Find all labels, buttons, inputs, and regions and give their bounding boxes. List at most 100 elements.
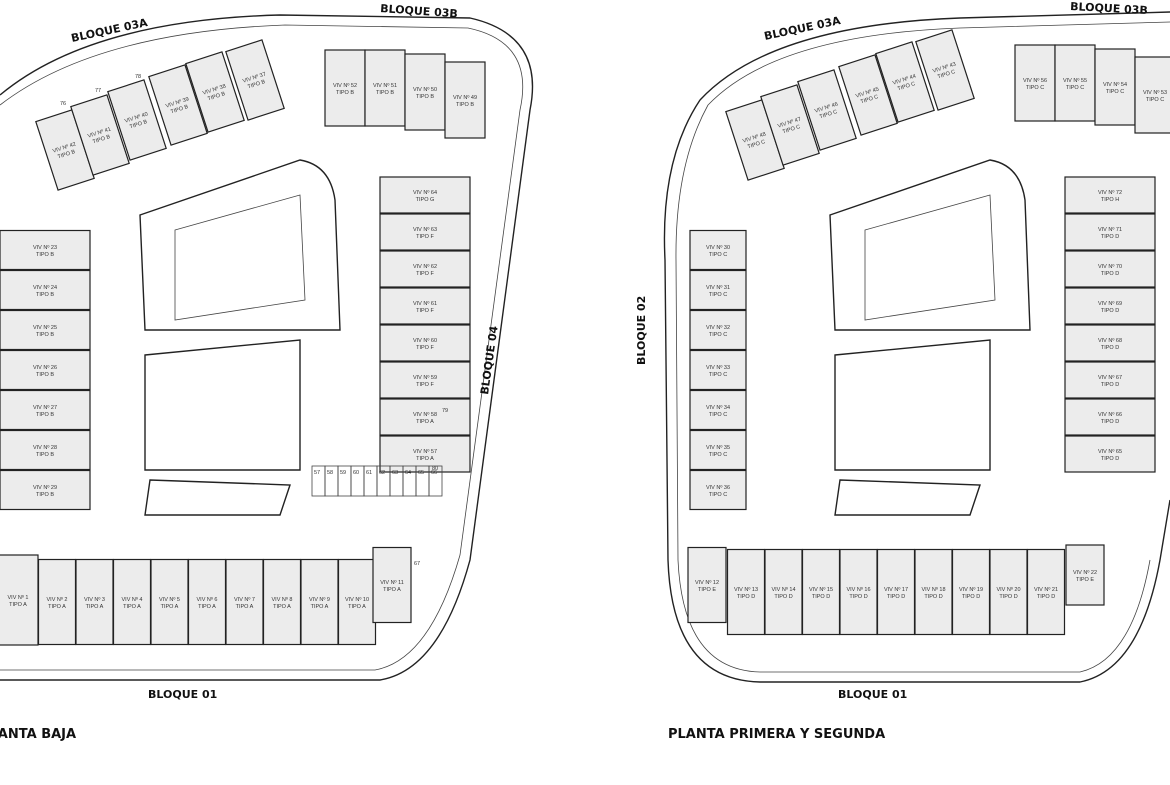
- unit-outline: [875, 41, 935, 123]
- unit-number: VIV Nº 66: [1098, 411, 1122, 418]
- unit-number: VIV Nº 57: [413, 448, 437, 455]
- unit-type: TIPO A: [416, 419, 434, 425]
- unit-type: TIPO C: [1066, 85, 1084, 91]
- unit-type: TIPO B: [36, 252, 54, 258]
- unit-number: VIV Nº 51: [373, 82, 397, 89]
- parking-number: 63: [392, 470, 398, 476]
- unit-outline: [914, 548, 953, 636]
- parking-number: 64: [405, 470, 411, 476]
- unit-outline: [838, 54, 898, 136]
- unit-outline: [225, 558, 264, 646]
- unit-type: TIPO C: [897, 81, 916, 92]
- unit-type: TIPO F: [416, 308, 434, 314]
- storage-number: 80: [432, 466, 438, 472]
- unit-outline: [915, 29, 975, 111]
- unit-type: TIPO B: [207, 91, 226, 102]
- unit-number: VIV Nº 29: [33, 484, 57, 491]
- unit-outline: [187, 558, 227, 646]
- unit-number: VIV Nº 70: [1098, 263, 1122, 270]
- unit-outline: [364, 49, 406, 127]
- unit-outline: [1064, 287, 1156, 325]
- unit-type: TIPO C: [1106, 89, 1124, 95]
- unit-type: TIPO A: [311, 604, 329, 610]
- unit-outline: [1064, 324, 1156, 362]
- central-courtyard-ground: [139, 159, 341, 516]
- unit-outline: [0, 554, 39, 646]
- unit-outline: [1064, 398, 1156, 436]
- unit-number: VIV Nº 2: [47, 596, 68, 603]
- unit-number: VIV Nº 28: [33, 444, 57, 451]
- unit-number: VIV Nº 4: [122, 596, 143, 603]
- unit-outline: [0, 309, 91, 351]
- unit-type: TIPO C: [819, 109, 838, 120]
- unit-outline: [70, 94, 130, 176]
- unit-number: VIV Nº 30: [706, 244, 730, 251]
- unit-number: VIV Nº 58: [413, 411, 437, 418]
- unit-outline: [379, 398, 471, 436]
- unit-number: VIV Nº 59: [413, 374, 437, 381]
- unit-outline: [444, 61, 486, 139]
- unit-outline: [689, 349, 747, 391]
- unit-outline: [1134, 56, 1170, 134]
- unit-type: TIPO B: [92, 134, 111, 145]
- unit-outline: [379, 361, 471, 399]
- parking-number: 58: [327, 470, 333, 476]
- unit-number: VIV Nº 56: [1023, 77, 1047, 84]
- storage-number: 79: [442, 408, 448, 414]
- unit-outline: [689, 309, 747, 351]
- unit-outline: [689, 229, 747, 271]
- storage-number: 76: [60, 101, 66, 107]
- unit-type: TIPO B: [170, 104, 189, 115]
- unit-type: TIPO A: [273, 604, 291, 610]
- unit-type: TIPO D: [774, 594, 792, 600]
- unit-outline: [1065, 544, 1105, 606]
- unit-number: VIV Nº 24: [33, 284, 57, 291]
- parking-number: 65: [418, 470, 424, 476]
- unit-type: TIPO A: [123, 604, 141, 610]
- unit-number: VIV Nº 23: [33, 244, 57, 251]
- unit-number: VIV Nº 1: [8, 594, 29, 601]
- unit-type: TIPO D: [999, 594, 1017, 600]
- unit-outline: [372, 546, 412, 624]
- unit-number: VIV Nº 35: [706, 444, 730, 451]
- unit-outline: [225, 39, 285, 121]
- unit-outline: [689, 469, 747, 511]
- unit-type: TIPO G: [416, 197, 435, 203]
- unit-outline: [839, 548, 878, 636]
- parking-number: 61: [366, 470, 372, 476]
- unit-number: VIV Nº 17: [884, 586, 908, 593]
- unit-number: VIV Nº 19: [959, 586, 983, 593]
- unit-type: TIPO B: [336, 90, 354, 96]
- unit-outline: [1064, 250, 1156, 288]
- parking-space: [428, 465, 443, 497]
- unit-type: TIPO D: [1101, 271, 1119, 277]
- unit-type: TIPO C: [709, 332, 727, 338]
- label-bloque-02-upper: BLOQUE 02: [635, 296, 648, 365]
- unit-type: TIPO A: [416, 456, 434, 462]
- unit-type: TIPO B: [36, 452, 54, 458]
